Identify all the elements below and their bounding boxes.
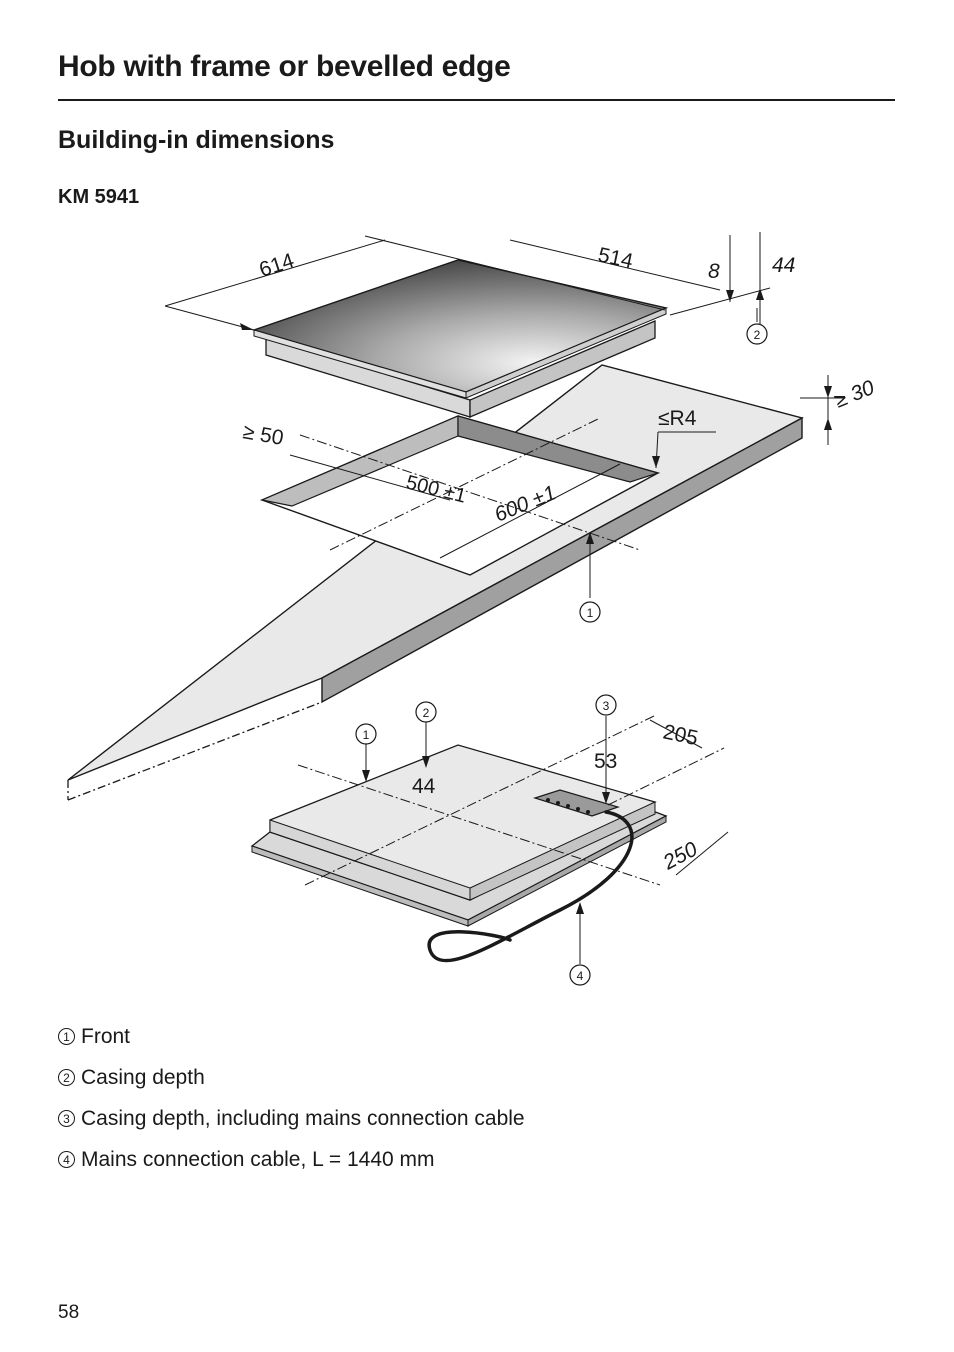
dim-r4: ≤R4 [658, 407, 697, 430]
svg-text:1: 1 [587, 606, 594, 620]
dim-44-top: 44 [772, 254, 795, 277]
callout-3-bottom: 3 [595, 694, 617, 716]
dim-44-bottom: 44 [412, 775, 436, 798]
svg-text:4: 4 [577, 969, 584, 983]
dim-250: 250 [659, 838, 702, 875]
section-heading: Building-in dimensions [58, 126, 335, 154]
legend-number: 4 [58, 1151, 75, 1168]
legend: 1 Front 2 Casing depth 3 Casing depth, i… [58, 1016, 525, 1180]
cutout [259, 415, 661, 576]
callout-2-top: 2 [746, 323, 768, 345]
legend-text: Casing depth [81, 1065, 205, 1089]
mains-cable [427, 810, 634, 963]
callout-2-bottom: 2 [415, 701, 437, 723]
dim-53: 53 [594, 750, 617, 773]
callout-1-bottom: 1 [355, 723, 377, 745]
dim-514: 514 [596, 243, 635, 273]
svg-text:1: 1 [363, 728, 370, 742]
legend-text: Casing depth, including mains connection… [81, 1106, 525, 1130]
page-title: Hob with frame or bevelled edge [58, 50, 511, 83]
dim-205: 205 [661, 720, 700, 750]
dim-30: ≥ 30 [831, 376, 878, 413]
svg-text:2: 2 [423, 706, 430, 720]
legend-number: 3 [58, 1110, 75, 1127]
callout-4-bottom: 4 [569, 964, 591, 986]
hob-bottom-view [250, 744, 668, 927]
svg-text:2: 2 [754, 328, 761, 342]
legend-item: 3 Casing depth, including mains connecti… [58, 1098, 525, 1139]
legend-text: Mains connection cable, L = 1440 mm [81, 1147, 435, 1171]
legend-item: 1 Front [58, 1016, 525, 1057]
svg-text:3: 3 [603, 699, 610, 713]
dim-50: ≥ 50 [241, 420, 285, 450]
legend-number: 1 [58, 1028, 75, 1045]
model-label: KM 5941 [58, 186, 140, 208]
legend-item: 4 Mains connection cable, L = 1440 mm [58, 1139, 525, 1180]
legend-item: 2 Casing depth [58, 1057, 525, 1098]
page-number: 58 [58, 1302, 80, 1323]
legend-text: Front [81, 1024, 131, 1048]
dim-8: 8 [708, 260, 720, 283]
legend-number: 2 [58, 1069, 75, 1086]
dim-614: 614 [256, 249, 297, 282]
hob-top-view [251, 259, 669, 418]
title-divider [58, 99, 895, 101]
callout-1-top: 1 [579, 601, 601, 623]
building-in-diagram: 614 514 8 44 ≥ 30 ≥ 50 ≤R4 500 ±1 600 ±1… [67, 232, 878, 986]
